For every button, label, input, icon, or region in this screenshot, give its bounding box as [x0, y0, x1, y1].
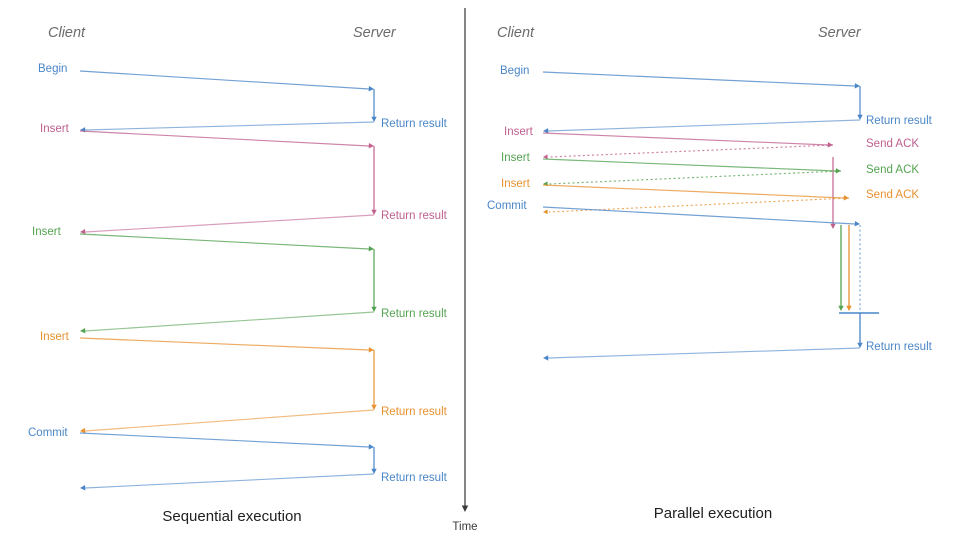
right-client-label-begin: Begin	[500, 65, 529, 77]
request-arrowhead-insert-3	[843, 195, 849, 201]
final-reply-arrowhead-commit	[543, 355, 549, 361]
right-panel-caption: Parallel execution	[654, 505, 772, 522]
request-arrowhead-insert-2	[835, 168, 841, 174]
left-server-label-insert-2: Return result	[381, 308, 448, 320]
reply-arrowhead-insert-3	[80, 427, 86, 434]
request-line-insert-3	[542, 184, 845, 199]
right-lane-title-client: Client	[497, 25, 535, 41]
request-arrowhead-insert-1	[368, 143, 374, 149]
request-arrowhead-begin	[854, 83, 860, 89]
left-server-label-commit: Return result	[381, 472, 448, 484]
left-client-label-begin: Begin	[38, 63, 67, 75]
reply-arrowhead-begin	[543, 128, 549, 134]
left-panel-caption: Sequential execution	[162, 508, 301, 525]
time-axis: Time	[452, 8, 478, 533]
server-hold-arrowhead-insert-2	[371, 306, 377, 312]
left-lane-title-server: Server	[353, 25, 397, 41]
request-line-commit	[542, 206, 856, 225]
right-server-work-group	[830, 157, 879, 348]
left-client-label-commit: Commit	[28, 427, 68, 439]
server-hold-arrowhead-begin	[371, 116, 377, 122]
magenta-work-arrowhead	[830, 223, 836, 229]
request-arrowhead-insert-3	[368, 347, 374, 353]
server-hold-arrowhead-insert-3	[371, 404, 377, 410]
reply-arrowhead-commit	[80, 485, 86, 491]
final-reply-line-commit	[547, 347, 861, 359]
time-axis-label: Time	[452, 521, 477, 533]
ack-line-insert-2	[548, 170, 842, 185]
right-server-label-begin: Return result	[866, 115, 933, 127]
server-hold-arrowhead-insert-1	[371, 209, 377, 215]
server-hold-arrowhead-begin	[857, 114, 863, 120]
right-client-label-commit: Commit	[487, 200, 527, 212]
reply-line-begin	[84, 121, 375, 131]
left-client-label-insert-3: Insert	[40, 331, 70, 343]
request-arrowhead-insert-1	[827, 142, 833, 148]
left-client-label-insert-2: Insert	[32, 226, 62, 238]
left-server-label-insert-1: Return result	[381, 210, 448, 222]
right-message-insert-2: Send ACK Insert	[501, 152, 919, 187]
request-line-insert-3	[79, 337, 370, 351]
left-lane-title-client: Client	[48, 25, 86, 41]
ack-line-insert-1	[548, 144, 834, 158]
right-lane-title-server: Server	[818, 25, 862, 41]
ack-arrowhead-insert-1	[543, 154, 548, 160]
right-message-insert-1: Send ACK Insert	[504, 126, 919, 160]
ack-arrowhead-insert-3	[543, 209, 548, 215]
request-arrowhead-commit	[368, 444, 374, 450]
right-server-label-insert-3: Send ACK	[866, 189, 919, 201]
reply-line-insert-3	[84, 409, 375, 432]
request-line-insert-2	[542, 158, 837, 172]
green-work-arrowhead	[838, 305, 844, 311]
right-message-commit: Return result Commit	[487, 200, 933, 361]
request-line-insert-1	[542, 132, 829, 146]
reply-arrowhead-insert-2	[80, 327, 86, 334]
reply-line-commit	[84, 473, 375, 489]
request-line-insert-1	[79, 130, 370, 147]
request-line-begin	[542, 71, 856, 87]
server-hold-arrowhead-commit	[371, 468, 377, 474]
left-client-label-insert-1: Insert	[40, 123, 70, 135]
right-server-label-insert-2: Send ACK	[866, 164, 919, 176]
request-line-commit	[79, 432, 370, 448]
request-line-insert-2	[79, 233, 370, 250]
orange-work-arrowhead	[846, 305, 852, 311]
right-server-label-insert-1: Send ACK	[866, 138, 919, 150]
request-line-begin	[79, 70, 370, 90]
left-server-label-begin: Return result	[381, 118, 448, 130]
request-arrowhead-begin	[368, 85, 374, 92]
request-arrowhead-insert-2	[368, 246, 374, 252]
right-client-label-insert-2: Insert	[501, 152, 531, 164]
right-server-label-commit: Return result	[866, 341, 933, 353]
right-client-label-insert-3: Insert	[501, 178, 531, 190]
left-server-label-insert-3: Return result	[381, 406, 448, 418]
right-client-label-insert-1: Insert	[504, 126, 534, 138]
request-arrowhead-commit	[854, 221, 860, 227]
reply-arrowhead-insert-1	[80, 229, 86, 235]
commit-drop-arrowhead	[857, 342, 863, 348]
reply-line-insert-2	[84, 311, 375, 332]
right-message-begin: Return result Begin	[500, 65, 933, 134]
reply-line-begin	[547, 119, 861, 132]
reply-line-insert-1	[84, 214, 375, 233]
time-axis-arrowhead	[461, 505, 469, 512]
